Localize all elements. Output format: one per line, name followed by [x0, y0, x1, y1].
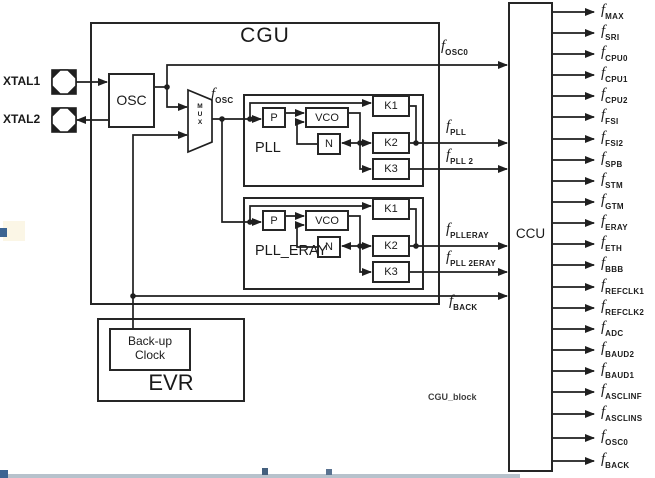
xtal2-label: XTAL2	[3, 112, 41, 126]
pll-eray-vco-box: VCO	[305, 210, 349, 231]
mux-label: M U X	[197, 103, 203, 126]
freq-label-plleray: fPLLERAY	[446, 221, 489, 240]
pll-eray-k2-box: K2	[372, 235, 410, 257]
freq-out-eth: fETH	[601, 234, 623, 253]
pll-p-box: P	[262, 107, 286, 128]
cgu-title: CGU	[240, 24, 290, 47]
pll-eray-k1-box: K1	[372, 198, 410, 220]
freq-out-bbb: fBBB	[601, 255, 624, 274]
freq-out-spb: fSPB	[601, 150, 623, 169]
xtal2-pad-icon	[51, 107, 77, 133]
freq-out-gtm: fGTM	[601, 192, 624, 211]
freq-out-refclk2: fREFCLK2	[601, 298, 645, 317]
backup-clock-box	[109, 328, 191, 371]
freq-out-asclins: fASCLINS	[601, 404, 643, 423]
osc-label: OSC	[116, 92, 147, 108]
freq-out-refclk1: fREFCLK1	[601, 277, 645, 296]
freq-label-osc0: fOSC0	[441, 38, 469, 57]
pll-k2-box: K2	[372, 132, 410, 154]
freq-out-stm: fSTM	[601, 171, 623, 190]
freq-out-adc: fADC	[601, 319, 624, 338]
freq-out-eray: fERAY	[601, 213, 628, 232]
scan-artifact	[262, 468, 268, 475]
backup-line2: Clock	[134, 348, 165, 362]
freq-label-pll2eray: fPLL 2ERAY	[446, 249, 497, 268]
ccu-box	[508, 2, 553, 472]
freq-out-baud2: fBAUD2	[601, 340, 635, 359]
ccu-label: CCU	[515, 226, 546, 241]
caption-cgu-block: CGU_block	[428, 392, 477, 402]
freq-out-cpu2: fCPU2	[601, 86, 628, 105]
pll-eray-p-box: P	[262, 210, 286, 231]
freq-label-pll: fPLL	[446, 118, 467, 137]
freq-label-pll2: fPLL 2	[446, 147, 474, 166]
freq-out-baud1: fBAUD1	[601, 361, 635, 380]
scan-artifact	[0, 228, 7, 237]
scan-artifact	[0, 470, 8, 478]
freq-out-asclinf: fASCLINF	[601, 382, 642, 401]
cgu-box	[90, 22, 440, 305]
backup-clock-label: Back-up Clock	[109, 334, 191, 362]
scan-artifact	[8, 474, 520, 478]
backup-line1: Back-up	[127, 334, 173, 348]
freq-out-fsi: fFSI	[601, 107, 619, 126]
scan-artifact	[326, 469, 332, 475]
pll-title: PLL	[255, 140, 281, 156]
pll-k3-box: K3	[372, 158, 410, 180]
pll-n-box: N	[317, 133, 341, 155]
osc-box	[108, 73, 155, 128]
freq-out-cpu0: fCPU0	[601, 44, 628, 63]
xtal1-label: XTAL1	[3, 74, 41, 88]
pll-vco-box: VCO	[305, 107, 349, 128]
pll-eray-box	[243, 197, 424, 290]
freq-label-osc: fOSC	[211, 86, 234, 105]
pll-eray-k3-box: K3	[372, 261, 410, 283]
freq-label-back: fBACK	[449, 293, 478, 312]
freq-out-cpu1: fCPU1	[601, 65, 628, 84]
scan-artifact	[3, 221, 25, 241]
xtal1-pad-icon	[51, 69, 77, 95]
pll-eray-title: PLL_ERAY	[255, 243, 328, 259]
evr-label: EVR	[148, 370, 194, 395]
freq-out-sri: fSRI	[601, 23, 620, 42]
freq-out-fsi2: fFSI2	[601, 129, 624, 148]
freq-out-osc0: fOSC0	[601, 428, 629, 447]
pll-eray-n-box: N	[317, 236, 341, 258]
freq-out-back: fBACK	[601, 451, 630, 470]
freq-out-max: fMAX	[601, 2, 624, 21]
pll-k1-box: K1	[372, 95, 410, 117]
